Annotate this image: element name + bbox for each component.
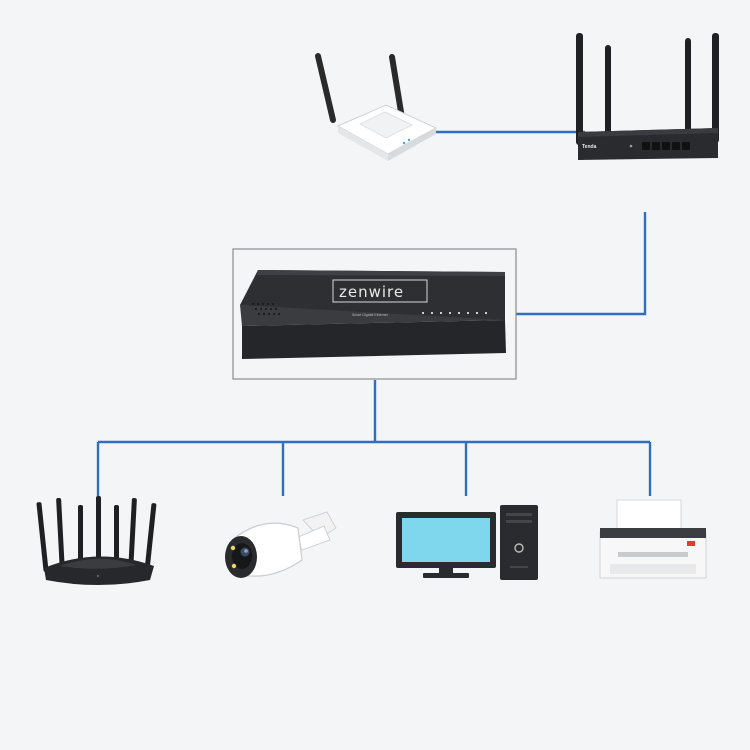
- switch-frame: [232, 248, 517, 380]
- printer-icon: [599, 499, 707, 579]
- bullet-camera-icon: [225, 511, 337, 578]
- switch-brand-box: [332, 279, 428, 303]
- link-black-router-to-switch: [516, 212, 647, 316]
- switch-leds: [422, 312, 487, 314]
- pc-tower: [500, 505, 538, 580]
- router-ports: [642, 142, 690, 150]
- switch-vent-holes: [252, 303, 280, 315]
- switch-panel-text: Smart Gigabit Ethernet: [352, 313, 388, 317]
- wifi-router-white-icon: [315, 53, 438, 161]
- network-switch-icon: zenwire Smart Gigabit Ethernet: [232, 248, 517, 380]
- wifi-router-8-antenna-icon: [36, 496, 157, 585]
- router-brand-label: Tenda: [582, 144, 597, 150]
- desktop-computer-icon: [396, 505, 538, 580]
- printer-paper: [616, 499, 682, 531]
- connection-lines: [96, 130, 652, 496]
- switch-brand-text: zenwire: [339, 283, 404, 301]
- wifi-router-black-4-antenna-icon: Tenda: [576, 33, 719, 160]
- monitor-screen: [402, 518, 490, 562]
